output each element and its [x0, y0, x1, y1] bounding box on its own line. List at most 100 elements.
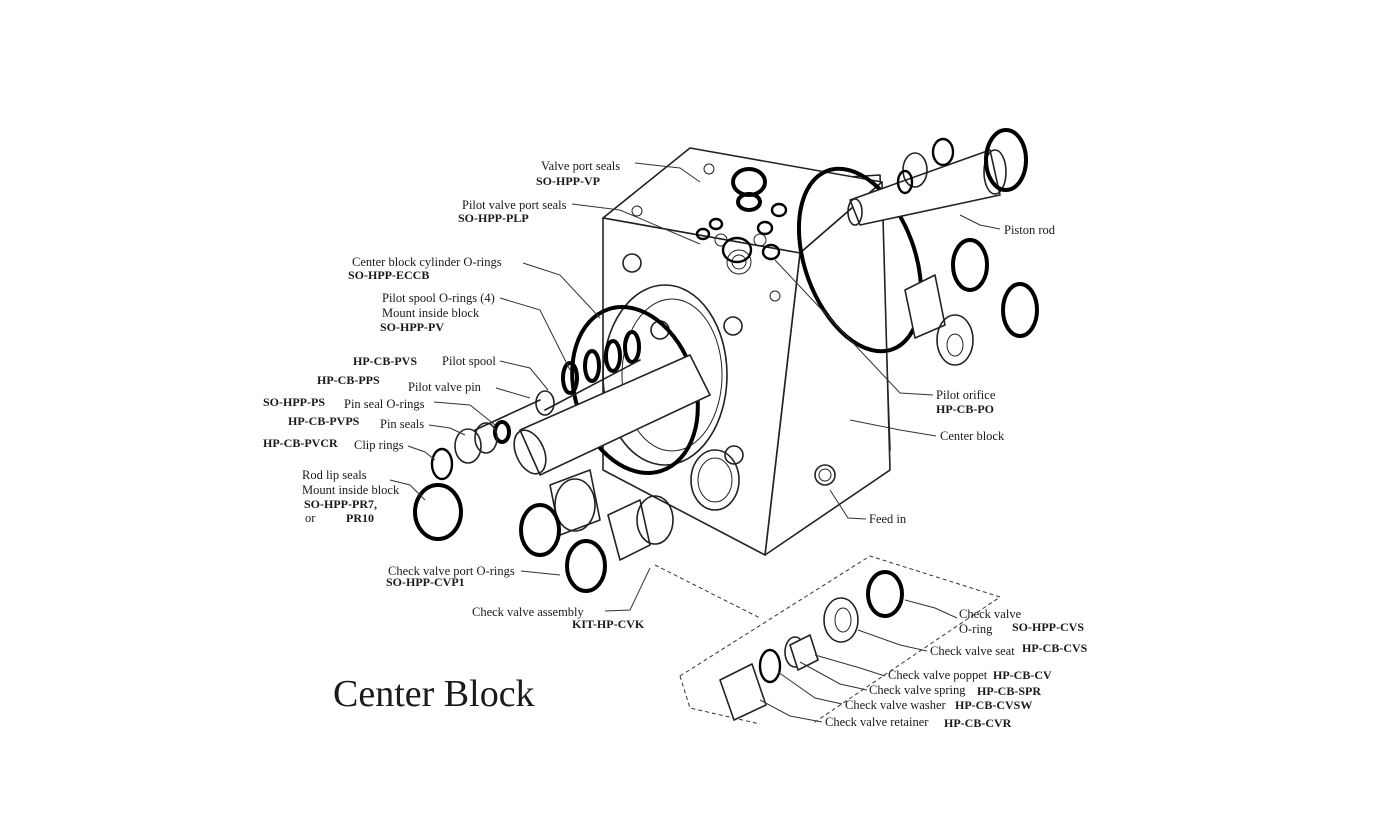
check-valve-disk — [636, 495, 674, 545]
clip-rings-part: HP-CB-PVCR — [263, 436, 338, 450]
piston-oring — [984, 128, 1028, 192]
pilot-spool-oring — [623, 330, 641, 364]
top-port — [703, 163, 715, 175]
check-valve-detail-box — [679, 555, 1002, 725]
check-valve-oring-part: SO-HPP-CVS — [1012, 620, 1084, 634]
pilot-spool-collar — [535, 390, 555, 416]
check-valve-seat-label: Check valve seat — [930, 644, 1015, 658]
top-port — [753, 233, 767, 247]
pilot-spool-orings-note: Mount inside block — [382, 306, 480, 320]
exploded-oring — [866, 570, 904, 618]
top-port — [631, 205, 643, 217]
rod-lip-seals-label: Rod lip seals — [302, 468, 367, 482]
pilot-spool-orings-label: Pilot spool O-rings (4) — [382, 291, 495, 305]
pilot-port-seal — [708, 217, 724, 231]
side-port — [723, 316, 743, 336]
center-block-cylinder-orings-part: SO-HPP-ECCB — [348, 268, 429, 282]
side-port — [724, 445, 744, 465]
exploded-poppet — [789, 634, 819, 671]
pilot-orifice-label: Pilot orifice — [936, 388, 996, 402]
feed-in-label: Feed in — [869, 512, 907, 526]
diagram-title: Center Block — [333, 673, 535, 715]
right-oring — [951, 238, 989, 292]
check-valve-poppet-part: HP-CB-CV — [993, 668, 1052, 682]
rod-lip-seals-part-2: PR10 — [346, 511, 374, 525]
pilot-spool-shaft — [519, 354, 711, 476]
check-valve-retainer-label: Check valve retainer — [825, 715, 929, 729]
piston-rod-group — [847, 137, 1007, 226]
check-valve-washer-part: HP-CB-CVSW — [955, 698, 1032, 712]
check-valve-oring-label: Check valve — [959, 607, 1022, 621]
pilot-port-seal — [721, 236, 753, 264]
check-valve-port-orings-label: Check valve port O-rings — [388, 564, 515, 578]
pilot-spool-label: Pilot spool — [442, 354, 496, 368]
pilot-orifice-part: HP-CB-PO — [936, 402, 994, 416]
exploded-seat-bore — [834, 607, 852, 633]
piston-rod-end — [983, 149, 1007, 195]
check-valve-left — [549, 469, 674, 561]
check-valve-port-oring — [519, 503, 561, 557]
check-valve-retainer-left — [607, 499, 651, 561]
piston-rod — [849, 149, 1001, 226]
pin-seals-label: Pin seals — [380, 417, 424, 431]
feed-in-port — [814, 464, 836, 486]
check-valve-exploded-parts — [719, 570, 904, 721]
check-valve-right-bore — [946, 333, 964, 357]
pin-seal-orings-label: Pin seal O-rings — [344, 397, 425, 411]
pilot-spool-oring — [561, 361, 579, 395]
piston-seal — [896, 169, 914, 195]
rod-lip-seals-or: or — [305, 511, 316, 525]
rod-lip-seal — [413, 483, 463, 541]
pilot-orifice-part — [761, 243, 781, 261]
exploded-washer — [758, 648, 782, 684]
check-valve-spring-part: HP-CB-SPR — [977, 684, 1041, 698]
check-valve-detail-link — [654, 564, 761, 619]
rod-lip-seals-part-1: SO-HPP-PR7, — [304, 497, 377, 511]
piston — [902, 152, 928, 188]
valve-port-seal — [736, 192, 762, 212]
bottom-port-inner — [697, 457, 733, 503]
side-port — [622, 253, 642, 273]
pilot-spool-end — [513, 429, 547, 475]
valve-port-seals-part: SO-HPP-VP — [536, 174, 600, 188]
check-valve-right-seat — [936, 314, 974, 366]
rod-lip-seals-note: Mount inside block — [302, 483, 400, 497]
bottom-port — [690, 449, 740, 511]
pilot-port-seal — [695, 227, 711, 241]
clip-ring — [430, 447, 454, 481]
check-valve-assembly-label: Check valve assembly — [472, 605, 585, 619]
pilot-valve-pin-part: HP-CB-PPS — [317, 373, 380, 387]
pilot-spool-body — [544, 359, 641, 411]
exploded-retainer — [719, 663, 767, 721]
center-block-label: Center block — [940, 429, 1005, 443]
right-oring — [1001, 282, 1039, 338]
top-port — [726, 249, 752, 275]
pilot-valve-port-seals-part: SO-HPP-PLP — [458, 211, 529, 225]
pilot-valve-pin-label: Pilot valve pin — [408, 380, 482, 394]
pin-seal — [454, 428, 482, 464]
check-valve-port-orings-part: SO-HPP-CVP1 — [386, 575, 465, 589]
check-valve-assembly-part: KIT-HP-CVK — [572, 617, 645, 631]
pilot-spool-oring — [583, 349, 601, 383]
valve-port-seals-label: Valve port seals — [541, 159, 620, 173]
clip-rings-label: Clip rings — [354, 438, 404, 452]
piston-seal — [931, 137, 955, 167]
check-valve-seat-left — [554, 478, 596, 532]
check-valve-seat-part: HP-CB-CVS — [1022, 641, 1088, 655]
cylinder-bore-inner — [621, 298, 723, 452]
check-valve-spring-label: Check valve spring — [869, 683, 966, 697]
pilot-spool-orings-part: SO-HPP-PV — [380, 320, 444, 334]
pilot-spool-part: HP-CB-PVS — [353, 354, 417, 368]
exploded-seat — [823, 597, 859, 643]
pin-seals-part: HP-CB-PVPS — [288, 414, 360, 428]
pin-seal-orings-part: SO-HPP-PS — [263, 395, 325, 409]
pilot-spool-group — [430, 330, 711, 481]
top-port — [714, 233, 728, 247]
pilot-port-seal — [770, 202, 788, 218]
feed-in-port-inner — [818, 468, 832, 482]
check-valve-right — [904, 274, 974, 366]
check-valve-port-oring — [565, 539, 607, 593]
pilot-spool-oring — [604, 339, 622, 373]
top-port — [769, 290, 781, 302]
check-valve-washer-label: Check valve washer — [845, 698, 946, 712]
